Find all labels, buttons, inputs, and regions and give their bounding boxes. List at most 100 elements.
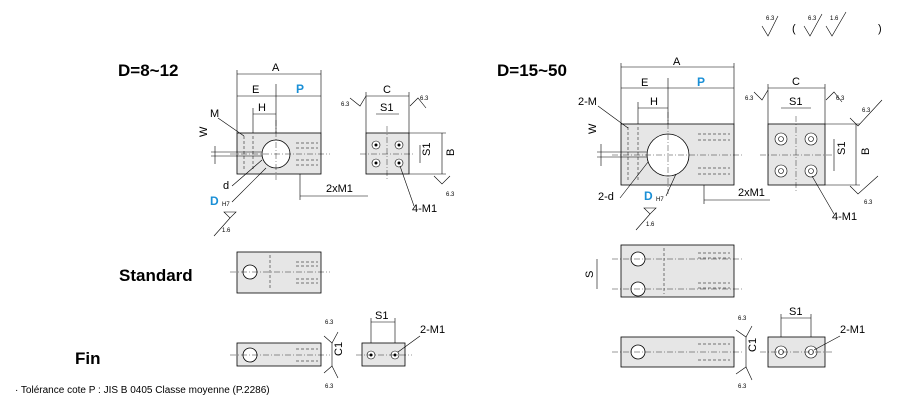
right-dim-s1-vert: S1 bbox=[836, 142, 848, 155]
right-dim-4m1: 4-M1 bbox=[832, 211, 857, 223]
roughness-paren-open: ( bbox=[792, 23, 796, 35]
roughness-symbol bbox=[753, 89, 769, 101]
left-dim-m: M bbox=[210, 108, 219, 120]
right-fin-rough-top: 6.3 bbox=[738, 316, 747, 322]
left-rough-16: 1.6 bbox=[222, 228, 231, 234]
right-dim-2m: 2-M bbox=[578, 96, 597, 108]
left-rough-63a: 6.3 bbox=[341, 102, 350, 108]
left-dim-p: P bbox=[296, 82, 304, 96]
left-fin-s1: S1 bbox=[375, 310, 388, 322]
right-rough-63c: 6.3 bbox=[862, 108, 871, 114]
leader-line bbox=[597, 105, 629, 129]
roughness-symbol bbox=[323, 331, 339, 344]
roughness-symbol bbox=[735, 325, 753, 338]
left-fin-c1: C1 bbox=[333, 342, 345, 356]
left-fin-2m1: 2-M1 bbox=[420, 324, 445, 336]
surface-roughness-legend: 6.3 ( 6.3 1.6 ) bbox=[761, 11, 882, 37]
roughness-symbol bbox=[849, 99, 883, 127]
left-fin-rough-top: 6.3 bbox=[325, 320, 334, 326]
right-dim-D: D bbox=[644, 189, 653, 203]
right-rough-63b: 6.3 bbox=[836, 96, 845, 102]
right-rough-63a: 6.3 bbox=[745, 96, 754, 102]
left-side-view: C S1 6.3 6.3 S1 B 6.3 4-M1 bbox=[341, 84, 457, 215]
right-dim-s: S bbox=[584, 271, 596, 278]
right-dim-2d: 2-d bbox=[598, 191, 614, 203]
hole-inner bbox=[778, 168, 784, 174]
right-fin-s1: S1 bbox=[789, 306, 802, 318]
left-dim-D: D bbox=[210, 194, 219, 208]
right-fin-rough-bottom: 6.3 bbox=[738, 384, 747, 390]
roughness-alt2-value: 1.6 bbox=[830, 16, 839, 22]
leader-line bbox=[813, 335, 841, 351]
hole-inner bbox=[808, 136, 814, 142]
right-dimensions: A E P H 2-M W 2-d D H7 1.6 2xM1 bbox=[578, 56, 770, 231]
left-fin-rough-bottom: 6.3 bbox=[325, 384, 334, 390]
leader-line bbox=[399, 165, 415, 207]
standard-label: Standard bbox=[119, 266, 193, 285]
left-dim-s1: S1 bbox=[380, 102, 393, 114]
roughness-alt1-value: 6.3 bbox=[808, 16, 817, 22]
hole-center bbox=[397, 161, 401, 165]
leader-line bbox=[665, 173, 677, 197]
left-side-body bbox=[365, 132, 410, 175]
leader-line bbox=[231, 167, 267, 203]
left-fin-side-view: S1 2-M1 bbox=[356, 310, 445, 367]
hole-center bbox=[374, 143, 378, 147]
right-side-body bbox=[767, 123, 826, 186]
hole-inner bbox=[808, 168, 814, 174]
hole-inner bbox=[778, 136, 784, 142]
right-fin-view: C1 6.3 6.3 bbox=[612, 316, 759, 390]
left-dim-h: H bbox=[258, 102, 266, 114]
hole-center bbox=[397, 143, 401, 147]
left-front-view bbox=[230, 120, 330, 180]
roughness-symbol bbox=[409, 97, 427, 109]
left-dimensions: A E P H M W d D H7 1.6 2xM1 bbox=[198, 62, 368, 237]
leader-line bbox=[619, 161, 649, 199]
roughness-symbol bbox=[323, 365, 339, 379]
roughness-alt2-symbol bbox=[825, 11, 847, 37]
left-dim-a: A bbox=[272, 62, 280, 74]
footnote: · Tolérance cote P : JIS B 0405 Classe m… bbox=[15, 385, 270, 396]
leader-line bbox=[217, 117, 245, 137]
right-rough-63d: 6.3 bbox=[864, 200, 873, 206]
left-rough-63c: 6.3 bbox=[446, 192, 455, 198]
right-dim-w: W bbox=[587, 123, 599, 134]
right-dim-b: B bbox=[860, 148, 872, 155]
roughness-symbol bbox=[349, 95, 367, 107]
left-dim-4m1: 4-M1 bbox=[412, 203, 437, 215]
left-dim-d: d bbox=[223, 180, 229, 192]
roughness-main-value: 6.3 bbox=[766, 16, 775, 22]
right-heading: D=15~50 bbox=[497, 61, 567, 80]
right-fin-2m1: 2-M1 bbox=[840, 324, 865, 336]
roughness-symbol bbox=[433, 175, 451, 185]
leader-line bbox=[213, 217, 231, 237]
left-dim-e: E bbox=[252, 84, 259, 96]
right-fin-side-view: S1 2-M1 bbox=[760, 306, 865, 368]
left-dim-2xm1: 2xM1 bbox=[326, 183, 353, 195]
left-dim-s1-vert: S1 bbox=[421, 143, 433, 156]
right-side-view: C S1 6.3 6.3 S1 B 6.3 6.3 4-M1 bbox=[745, 76, 883, 223]
fin-label: Fin bbox=[75, 349, 101, 368]
roughness-triangle bbox=[223, 211, 237, 219]
right-dim-p: P bbox=[697, 75, 705, 89]
right-dim-h7: H7 bbox=[656, 197, 664, 203]
right-standard-view: S bbox=[584, 244, 744, 298]
leader-line bbox=[811, 175, 835, 215]
leader-line bbox=[635, 213, 651, 231]
fin-side-body bbox=[361, 342, 406, 367]
right-dim-2xm1: 2xM1 bbox=[738, 187, 765, 199]
left-dim-w: W bbox=[198, 126, 210, 137]
left-dim-b: B bbox=[445, 149, 457, 156]
roughness-triangle bbox=[643, 207, 657, 215]
left-dim-c: C bbox=[383, 84, 391, 96]
left-rough-63b: 6.3 bbox=[420, 96, 429, 102]
right-fin-c1: C1 bbox=[747, 338, 759, 352]
right-dim-e: E bbox=[641, 77, 648, 89]
right-front-view bbox=[612, 112, 744, 194]
roughness-symbol bbox=[735, 366, 753, 381]
right-dim-a: A bbox=[673, 56, 681, 68]
right-dim-s1: S1 bbox=[789, 96, 802, 108]
roughness-main-symbol bbox=[761, 15, 779, 37]
fin-body bbox=[236, 342, 322, 367]
right-rough-16: 1.6 bbox=[646, 222, 655, 228]
